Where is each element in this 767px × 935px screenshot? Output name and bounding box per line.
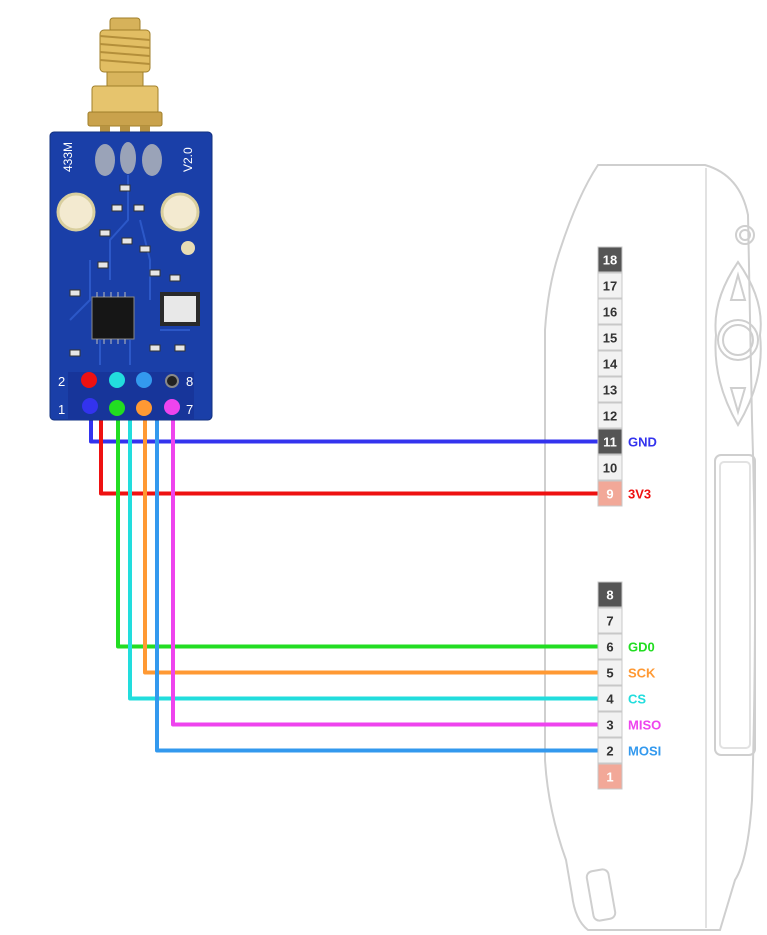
device-pin-number: 2	[606, 744, 613, 759]
wire-miso	[170, 406, 598, 727]
device-pin-b-7	[597, 607, 623, 634]
device-pin-t-9	[597, 480, 623, 507]
device-pin-number: 9	[606, 487, 613, 502]
device-pin-t-14	[597, 350, 623, 377]
device-pin-t-10	[597, 454, 623, 481]
device-pin-number: 4	[606, 692, 614, 707]
wire-mosi	[142, 378, 598, 753]
wire-gd0	[115, 407, 598, 649]
device-pin-b-8	[597, 581, 623, 608]
mounting-hole-right	[160, 192, 200, 232]
label-mosi: MOSI	[628, 744, 661, 759]
rf-module: 433M V2.0	[49, 17, 213, 421]
device-pin-number: 15	[603, 331, 617, 346]
module-pin-miso	[164, 399, 180, 415]
device-pin-b-2	[597, 737, 623, 764]
module-pin-2: 2	[58, 374, 65, 389]
device-pin-number: 10	[603, 461, 617, 476]
silk-frequency: 433M	[61, 142, 75, 172]
wire-cs	[115, 378, 598, 701]
device-lanyard-hole	[735, 225, 755, 245]
device-screen	[714, 454, 756, 756]
module-pin-gd0	[109, 400, 125, 416]
module-pin-3v3	[81, 372, 97, 388]
label-gd0: GD0	[628, 640, 655, 655]
device-pin-number: 3	[606, 718, 613, 733]
device-pin-number: 1	[606, 770, 613, 785]
label-3v3: 3V3	[628, 487, 651, 502]
module-pin-unused	[165, 374, 179, 388]
label-gnd: GND	[628, 435, 657, 450]
device-pin-number: 8	[606, 588, 613, 603]
device-pin-number: 16	[603, 305, 617, 320]
device-pin-t-11	[597, 428, 623, 455]
module-pin-7: 7	[186, 402, 193, 417]
device-pin-b-4	[597, 685, 623, 712]
device-pin-b-5	[597, 659, 623, 686]
dpad-center-icon	[717, 319, 759, 361]
module-pin-1: 1	[58, 402, 65, 417]
module-pin-gnd	[82, 398, 98, 414]
device-pin-number: 11	[603, 435, 617, 450]
module-pin-mosi	[136, 372, 152, 388]
rf-chip-icon	[91, 296, 135, 340]
device-pin-t-16	[597, 298, 623, 325]
device-pin-number: 7	[606, 614, 613, 629]
module-pin-numbers: 2 1 8 7	[58, 374, 193, 417]
device-pin-number: 5	[606, 666, 613, 681]
device-pin-number: 17	[603, 279, 617, 294]
wire-sck	[142, 407, 598, 675]
device-pin-number: 18	[603, 253, 617, 268]
device-pin-b-1	[597, 763, 623, 790]
device-pin-t-15	[597, 324, 623, 351]
label-miso: MISO	[628, 718, 661, 733]
device-pin-t-17	[597, 272, 623, 299]
dpad-icon	[714, 260, 762, 427]
device-pin-t-18	[597, 246, 623, 273]
wires	[87, 378, 598, 753]
device-pin-number: 13	[603, 383, 617, 398]
silk-version: V2.0	[181, 147, 195, 172]
device-body	[544, 164, 756, 931]
module-pin-8: 8	[186, 374, 193, 389]
device-pin-number: 14	[603, 357, 618, 372]
module-pin-dots	[81, 372, 180, 416]
module-pin-cs	[109, 372, 125, 388]
module-pin-sck	[136, 400, 152, 416]
device-pin-t-12	[597, 402, 623, 429]
device-pin-b-6	[597, 633, 623, 660]
device-pin-number: 12	[603, 409, 617, 424]
label-cs: CS	[628, 692, 646, 707]
device-usb-port	[585, 868, 617, 922]
mounting-hole-left	[56, 192, 96, 232]
handheld-device	[544, 164, 762, 931]
device-pin-headers: 18 17 16 15 14 13 12 11 10 9 8 7 6 5 4 3 2 1	[597, 246, 623, 790]
label-sck: SCK	[628, 666, 656, 681]
device-pin-number: 6	[606, 640, 613, 655]
device-pin-t-13	[597, 376, 623, 403]
device-pin-b-3	[597, 711, 623, 738]
